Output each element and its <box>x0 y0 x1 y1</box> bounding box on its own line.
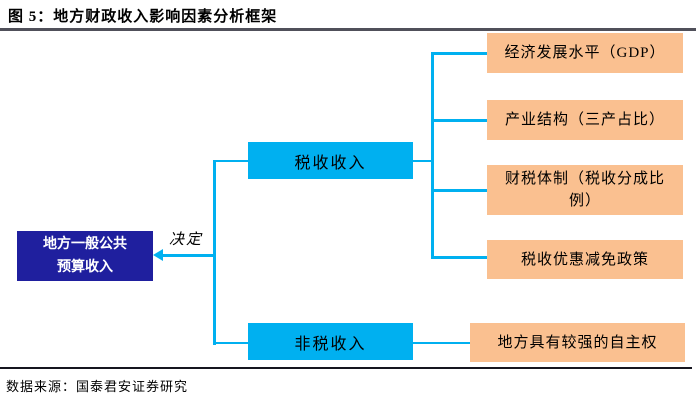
node-tax-preference-policy: 税收优惠减免政策 <box>487 240 683 279</box>
bottom-divider <box>0 367 692 369</box>
connector-nontax-to-autonomy <box>412 341 470 344</box>
connector-arrow-shaft <box>162 254 215 257</box>
connector-branch-fiscal-system <box>431 189 487 192</box>
data-source-note: 数据来源：国泰君安证券研究 <box>6 379 189 394</box>
node-economic-development-gdp: 经济发展水平（GDP） <box>487 33 683 73</box>
connector-to-nontax-box <box>213 341 249 344</box>
connector-branch-tax-preference <box>431 256 487 259</box>
connector-left-bracket <box>213 160 216 345</box>
arrow-left-icon <box>153 249 163 261</box>
connector-tax-to-bracket <box>412 159 433 162</box>
node-fiscal-tax-system: 财税体制（税收分成比 例） <box>487 165 683 215</box>
connector-branch-gdp <box>431 52 487 55</box>
node-industrial-structure: 产业结构（三产占比） <box>487 100 683 140</box>
connector-to-tax-box <box>213 159 249 162</box>
connector-branch-industry <box>431 119 487 122</box>
figure-title: 图 5：地方财政收入影响因素分析框架 <box>8 9 278 25</box>
title-divider <box>0 28 696 31</box>
node-local-general-public-budget-revenue: 地方一般公共 预算收入 <box>17 231 153 281</box>
node-local-autonomy: 地方具有较强的自主权 <box>470 323 685 362</box>
node-nontax-revenue: 非税收入 <box>248 323 413 360</box>
node-tax-revenue: 税收收入 <box>248 142 413 179</box>
edge-label-determine: 决定 <box>168 232 203 248</box>
connector-right-bracket <box>431 52 434 258</box>
